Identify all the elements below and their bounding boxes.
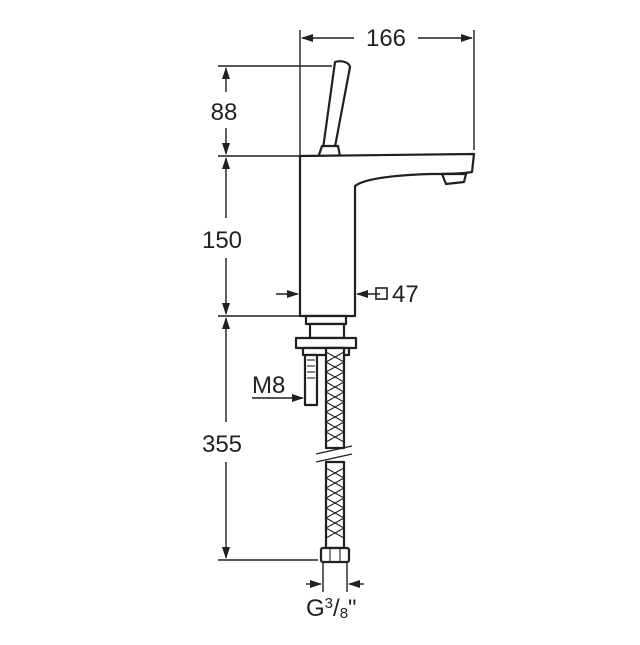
square-outline-icon [375,287,388,300]
body-height-label: 150 [202,227,242,254]
connection-nut [319,546,351,564]
width-label: 166 [366,25,406,52]
flexible-hose [315,346,353,564]
threaded-stud [303,353,319,407]
stud-thread-label: M8 [252,372,285,399]
faucet-body [298,60,476,318]
square-size-label: 47 [392,281,419,308]
hose-length-label: 355 [202,431,242,458]
connection-dimension: G3/8" [306,562,364,622]
lever-handle [320,60,352,158]
mounting-hardware: M8 [252,314,358,407]
break-mark [315,445,353,455]
square-dimension: 47 [276,281,419,308]
break-mark [315,453,353,463]
aerator [440,172,468,186]
spout [298,152,476,318]
connection-thread-label: G3/8" [306,595,357,622]
lever-height-label: 88 [211,99,238,126]
width-dimension: 166 [299,25,475,155]
height-dimensions: 88 150 355 [202,65,332,561]
